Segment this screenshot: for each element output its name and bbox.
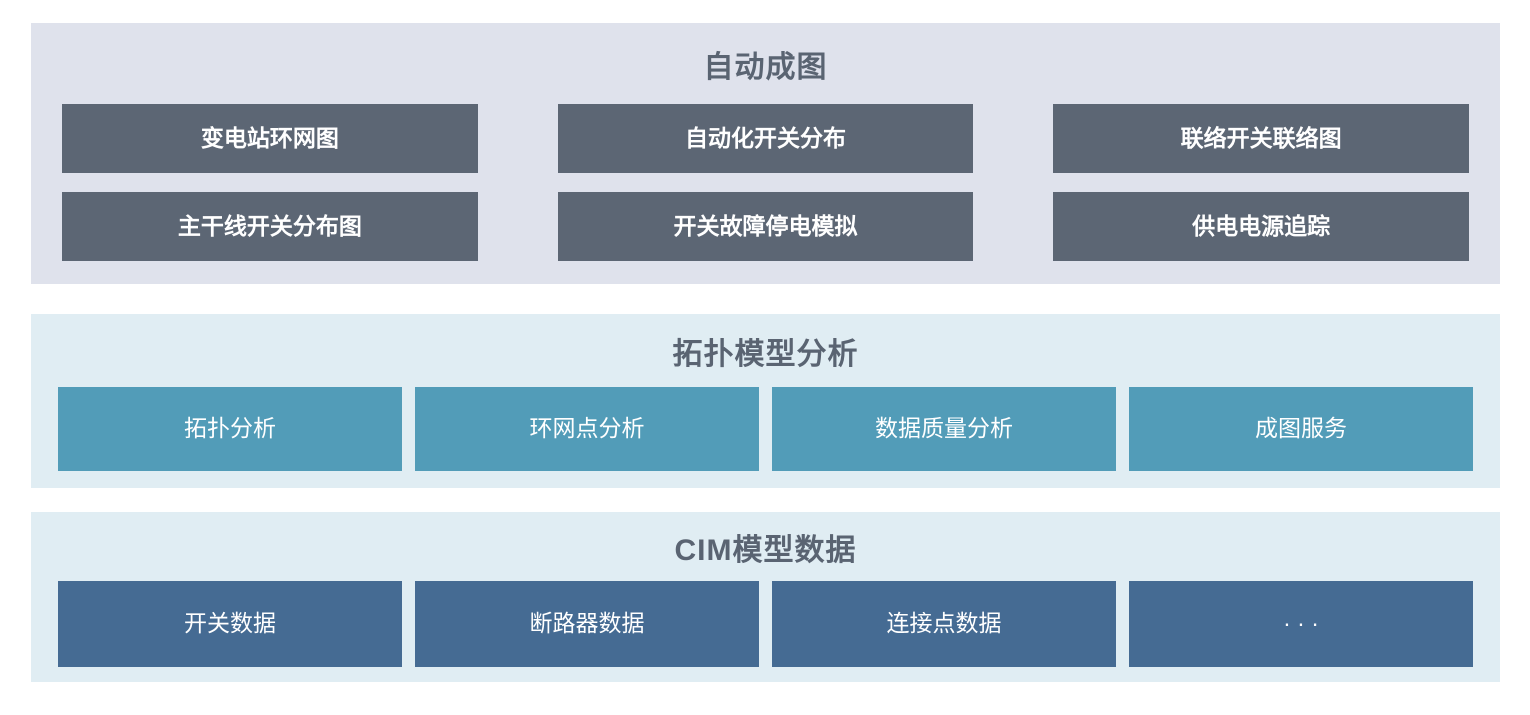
- auto-drawing-grid: 变电站环网图 自动化开关分布 联络开关联络图 主干线开关分布图 开关故障停电模拟…: [62, 104, 1469, 261]
- block-switch-fault-outage-simulation: 开关故障停电模拟: [557, 192, 974, 261]
- block-power-supply-tracing: 供电电源追踪: [1053, 192, 1469, 261]
- block-substation-ring-network-diagram: 变电站环网图: [62, 104, 478, 173]
- block-switch-data: 开关数据: [58, 581, 402, 667]
- section-auto-drawing-title: 自动成图: [703, 50, 828, 84]
- block-trunk-line-switch-distribution-diagram: 主干线开关分布图: [62, 192, 478, 261]
- cim-grid: 开关数据 断路器数据 连接点数据 · · ·: [58, 581, 1473, 667]
- block-data-quality-analysis: 数据质量分析: [772, 387, 1116, 471]
- block-automation-switch-distribution: 自动化开关分布: [557, 104, 974, 173]
- block-ring-point-analysis: 环网点分析: [415, 387, 759, 471]
- block-more-ellipsis: · · ·: [1129, 581, 1473, 667]
- block-topology-analysis: 拓扑分析: [58, 387, 402, 471]
- block-tie-switch-connection-diagram: 联络开关联络图: [1053, 104, 1469, 173]
- section-auto-drawing: 自动成图 变电站环网图 自动化开关分布 联络开关联络图 主干线开关分布图 开关故…: [31, 23, 1500, 284]
- block-connection-point-data: 连接点数据: [772, 581, 1116, 667]
- section-cim-title: CIM模型数据: [674, 533, 857, 567]
- section-cim-model-data: CIM模型数据 开关数据 断路器数据 连接点数据 · · ·: [31, 512, 1500, 682]
- section-topology-title: 拓扑模型分析: [672, 337, 859, 371]
- architecture-diagram: 自动成图 变电站环网图 自动化开关分布 联络开关联络图 主干线开关分布图 开关故…: [0, 23, 1530, 715]
- topology-grid: 拓扑分析 环网点分析 数据质量分析 成图服务: [58, 387, 1473, 471]
- section-topology-model-analysis: 拓扑模型分析 拓扑分析 环网点分析 数据质量分析 成图服务: [31, 314, 1500, 488]
- block-diagram-generation-service: 成图服务: [1129, 387, 1473, 471]
- block-breaker-data: 断路器数据: [415, 581, 759, 667]
